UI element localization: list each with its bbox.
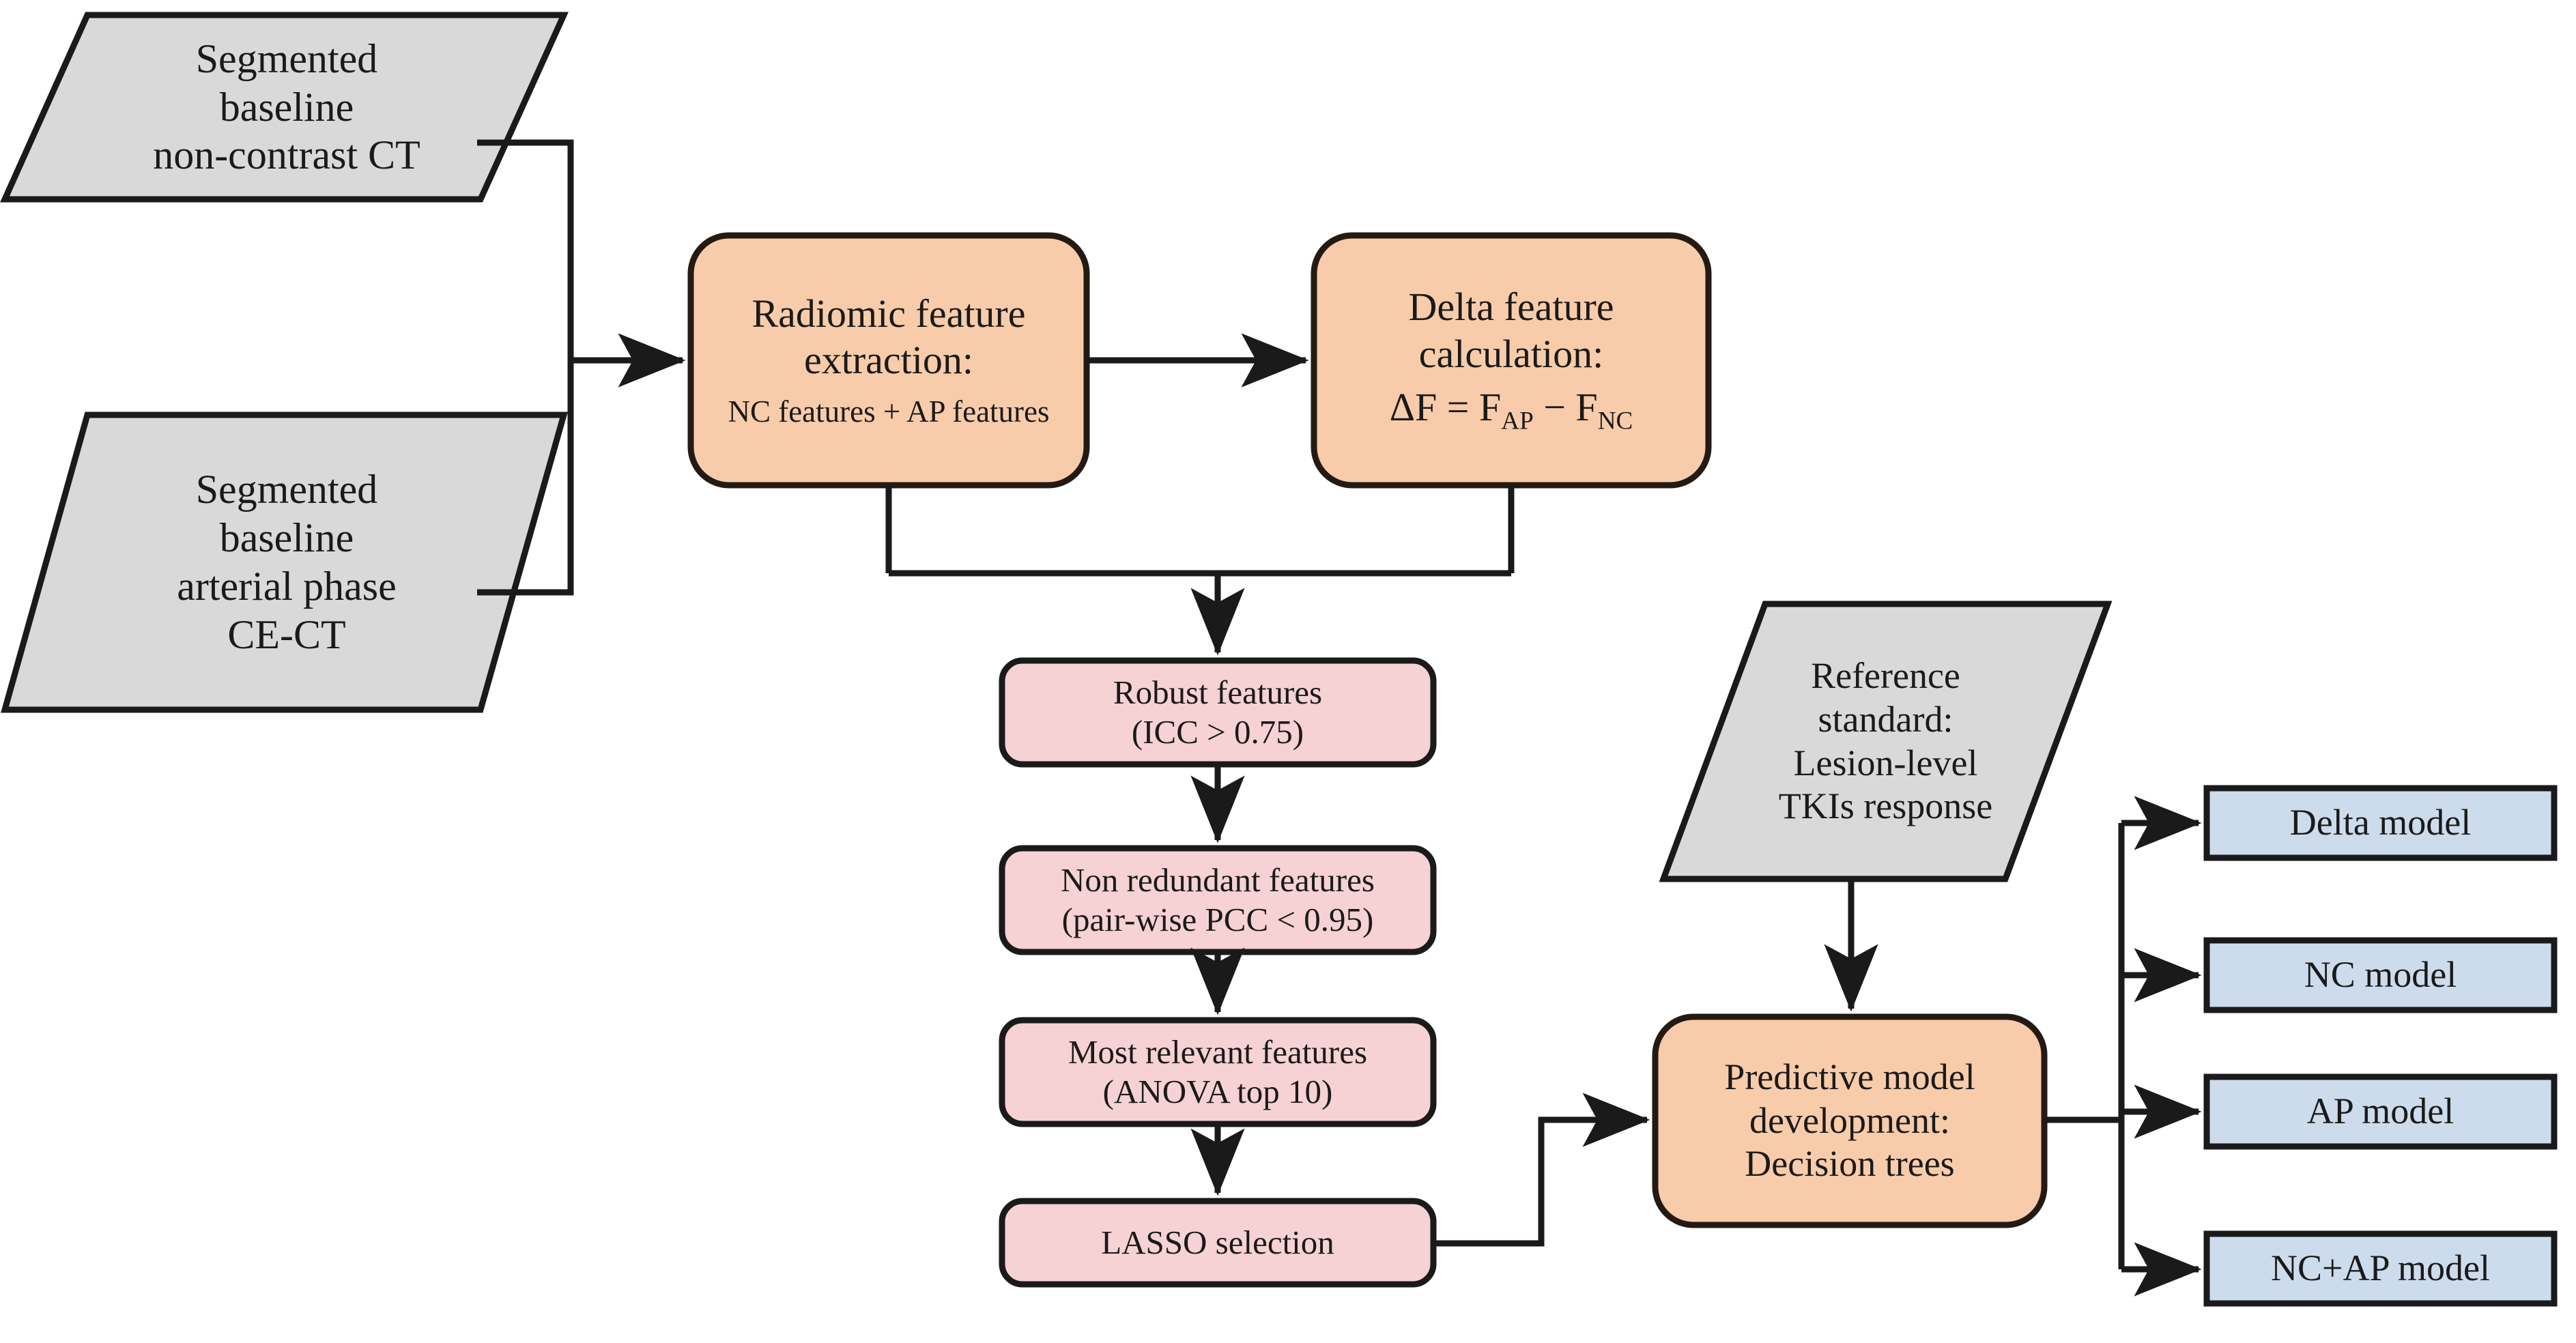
node-model-ap: [2203, 1073, 2558, 1150]
node-reference-standard: [1659, 601, 2113, 882]
edge-input-nc-to-extraction: [477, 139, 574, 360]
node-model-nc-ap: [2203, 1230, 2558, 1307]
node-most-relevant-features: [999, 1017, 1437, 1127]
edge-lasso-to-predictive: [1433, 1093, 1650, 1247]
node-robust-features: [999, 657, 1437, 768]
node-lasso-selection: [999, 1198, 1437, 1288]
node-input-ap: [1, 411, 568, 713]
node-delta-calculation: [1311, 232, 1712, 489]
node-model-delta: [2203, 785, 2558, 861]
node-model-nc: [2203, 937, 2558, 1013]
node-radiomic-extraction: [687, 232, 1090, 489]
node-non-redundant-features: [999, 845, 1437, 955]
node-input-nc: [0, 12, 569, 203]
node-predictive-model: [1652, 1013, 2048, 1228]
edge-input-ap-to-extraction: [477, 360, 574, 596]
